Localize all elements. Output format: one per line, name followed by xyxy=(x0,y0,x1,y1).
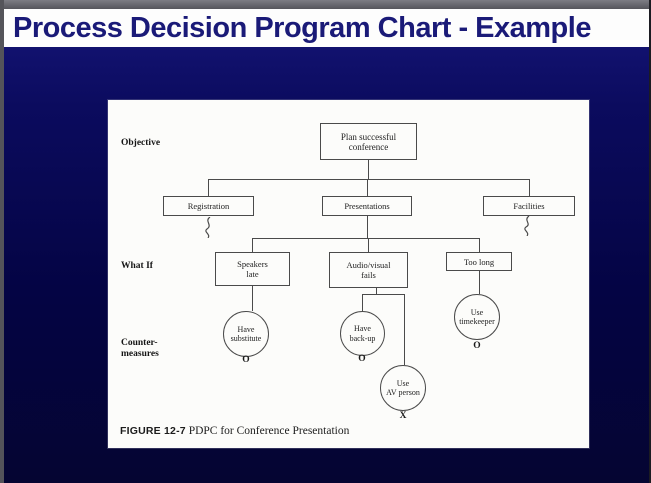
node-too-long-label: Too long xyxy=(463,256,495,267)
node-have-substitute-line1: Have xyxy=(237,324,255,334)
figure-panel: Objective What If Counter- measures Plan… xyxy=(108,100,589,448)
break-squiggle-icon xyxy=(524,216,530,236)
row-label-objective: Objective xyxy=(121,138,161,148)
node-plan-conference: Plan successful conference xyxy=(320,123,417,160)
node-have-backup: Have back-up xyxy=(340,311,385,356)
row-label-countermeasures-line2: measures xyxy=(121,349,159,359)
node-registration-label: Registration xyxy=(187,201,230,211)
connector-line xyxy=(529,179,530,196)
row-label-countermeasures: Counter- measures xyxy=(121,338,159,360)
connector-line xyxy=(479,271,480,294)
node-have-substitute: Have substitute xyxy=(223,311,269,357)
break-squiggle-icon xyxy=(205,217,211,238)
node-use-timekeeper-line2: timekeeper xyxy=(459,317,495,326)
connector-line xyxy=(208,179,209,196)
node-presentations-label: Presentations xyxy=(344,201,390,211)
connector-line xyxy=(367,179,368,196)
node-presentations: Presentations xyxy=(322,196,412,216)
node-facilities: Facilities xyxy=(483,196,575,216)
connector-line xyxy=(362,294,405,295)
node-use-timekeeper: Use timekeeper xyxy=(454,294,500,340)
node-facilities-label: Facilities xyxy=(513,201,545,211)
connector-line xyxy=(404,294,405,365)
connector-line xyxy=(362,294,363,311)
node-use-av-person-line1: Use xyxy=(396,378,410,388)
node-plan-conference-line2: conference xyxy=(348,141,389,152)
node-use-timekeeper-line1: Use xyxy=(470,307,484,317)
mark-backup: O xyxy=(358,354,366,364)
window-top-bar xyxy=(0,0,651,9)
node-have-backup-line2: back-up xyxy=(349,333,376,343)
mark-timekeeper: O xyxy=(473,341,481,351)
node-use-av-person-line2: AV person xyxy=(386,388,420,397)
row-label-what-if: What If xyxy=(121,261,153,271)
mark-substitute: O xyxy=(242,355,250,365)
connector-line xyxy=(252,238,253,252)
figure-caption: FIGURE 12-7 PDPC for Conference Presenta… xyxy=(120,425,349,437)
connector-line xyxy=(252,286,253,311)
node-audio-visual-fails: Audio/visual fails xyxy=(329,252,408,288)
connector-line xyxy=(479,238,480,252)
node-have-substitute-line2: substitute xyxy=(230,334,262,343)
node-too-long: Too long xyxy=(446,252,512,271)
node-speakers-late: Speakers late xyxy=(215,252,290,286)
connector-line xyxy=(376,288,377,295)
node-have-backup-line1: Have xyxy=(354,324,371,333)
row-label-countermeasures-line1: Counter- xyxy=(121,338,158,348)
slide-left-edge xyxy=(0,0,4,483)
slide-right-edge xyxy=(649,0,651,483)
node-use-av-person: Use AV person xyxy=(380,365,426,411)
node-speakers-late-line2: late xyxy=(246,269,259,279)
connector-line xyxy=(208,179,530,180)
slide-title-bar: Process Decision Program Chart - Example xyxy=(4,9,649,47)
node-registration: Registration xyxy=(163,196,254,216)
figure-caption-text: PDPC for Conference Presentation xyxy=(188,425,350,437)
slide-title: Process Decision Program Chart - Example xyxy=(13,11,591,44)
node-plan-conference-line1: Plan successful xyxy=(340,131,397,142)
connector-line xyxy=(368,160,369,179)
node-speakers-late-line1: Speakers xyxy=(237,259,268,269)
node-audio-visual-fails-line1: Audio/visual xyxy=(346,260,391,270)
connector-line xyxy=(368,238,369,252)
mark-av-person: X xyxy=(399,411,407,421)
connector-line xyxy=(252,238,480,239)
figure-caption-label: FIGURE 12-7 xyxy=(120,425,186,437)
connector-line xyxy=(367,216,368,238)
node-audio-visual-fails-line2: fails xyxy=(361,270,376,280)
